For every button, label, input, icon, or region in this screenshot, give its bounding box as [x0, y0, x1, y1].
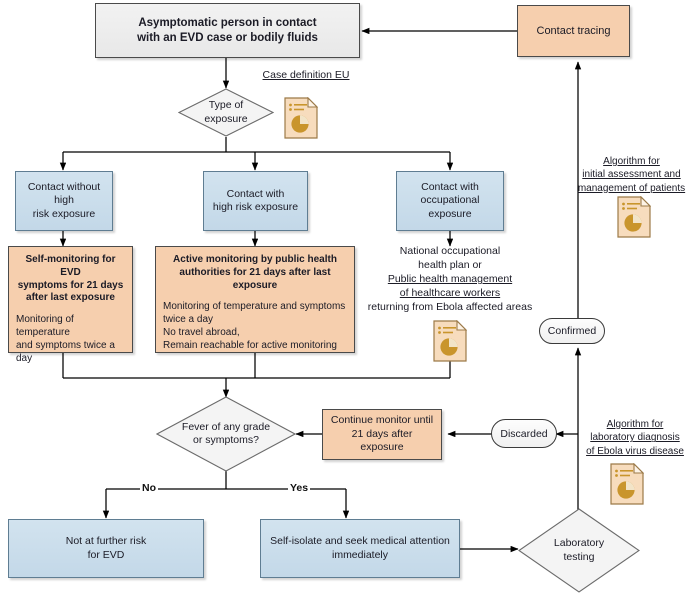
node-contact-occupational-exposure[interactable]: Contact with occupational exposure: [396, 171, 504, 231]
no-text: No: [142, 482, 156, 494]
public-health-mgmt-line-2: of healthcare workers: [399, 287, 501, 300]
occupational-line-2: occupational exposure: [420, 194, 480, 220]
fever-question-line-2: or symptoms?: [193, 434, 259, 446]
node-confirmed[interactable]: Confirmed: [539, 318, 605, 344]
algorithm-initial-line-2: initial assessment and: [582, 169, 681, 181]
not-at-risk-line-1: Not at further risk: [65, 535, 147, 548]
annotation-case-definition-eu: Case definition EU: [258, 68, 354, 82]
document-pie-chart-icon-lab-diagnosis[interactable]: [610, 462, 645, 505]
self-monitoring-heading: Self-monitoring for EVD symptoms for 21 …: [17, 254, 124, 304]
not-at-risk-line-2: for EVD: [87, 548, 125, 561]
node-not-at-further-risk[interactable]: Not at further risk for EVD: [8, 519, 204, 578]
node-self-isolate[interactable]: Self-isolate and seek medical attention …: [260, 519, 460, 578]
algorithm-lab-line-2: laboratory diagnosis: [590, 432, 680, 444]
high-risk-line-1: Contact with: [226, 187, 285, 200]
fever-question-line-1: Fever of any grade: [181, 420, 271, 433]
national-plan-line-2: health plan or: [418, 259, 482, 272]
asymptomatic-line-1: Asymptomatic person in contact: [138, 16, 317, 29]
document-pie-chart-icon-case-definition[interactable]: [284, 96, 319, 139]
without-high-risk-line-1: Contact without high: [27, 180, 101, 207]
self-monitoring-body: Monitoring of temperature and symptoms t…: [16, 314, 115, 364]
document-pie-chart-icon-occupational[interactable]: [433, 319, 468, 362]
national-plan-line-1: National occupational: [399, 245, 501, 257]
node-asymptomatic-person[interactable]: Asymptomatic person in contact with an E…: [95, 3, 360, 58]
self-isolate-line-1: Self-isolate and seek medical attention: [270, 535, 450, 548]
contact-tracing-label: Contact tracing: [536, 24, 611, 37]
algorithm-initial-line-3: management of patients: [577, 182, 686, 194]
active-monitoring-heading: Active monitoring by public health autho…: [173, 254, 337, 291]
node-active-monitoring[interactable]: Active monitoring by public health autho…: [155, 246, 355, 353]
self-isolate-line-2: immediately: [331, 548, 389, 561]
node-continue-monitor[interactable]: Continue monitor until 21 days after exp…: [322, 409, 442, 460]
node-discarded[interactable]: Discarded: [491, 419, 557, 448]
confirmed-label: Confirmed: [547, 325, 597, 337]
text-national-occupational-plan: National occupational health plan or Pub…: [360, 244, 540, 314]
continue-monitor-line-1: Continue monitor until: [330, 414, 434, 427]
node-contact-without-high-risk[interactable]: Contact without high risk exposure: [15, 171, 113, 231]
asymptomatic-line-2: with an EVD case or bodily fluids: [137, 31, 318, 44]
algorithm-initial-line-1: Algorithm for: [603, 156, 660, 167]
node-laboratory-testing[interactable]: Laboratory testing: [518, 508, 640, 593]
type-exposure-line-1: Type of: [208, 99, 244, 112]
case-definition-eu-text: Case definition EU: [262, 69, 350, 81]
public-health-mgmt-line-1: Public health management: [387, 273, 513, 286]
node-type-of-exposure[interactable]: Type of exposure: [177, 88, 275, 137]
yes-text: Yes: [290, 482, 309, 494]
occupational-line-1: Contact with: [421, 180, 479, 193]
annotation-algorithm-initial-assessment: Algorithm for initial assessment and man…: [570, 155, 693, 195]
edge-label-no: No: [140, 482, 158, 494]
continue-monitor-line-2: 21 days after exposure: [351, 427, 413, 454]
node-fever-question[interactable]: Fever of any grade or symptoms?: [155, 396, 297, 472]
laboratory-testing-line-1: Laboratory: [553, 537, 605, 550]
edge-label-yes: Yes: [288, 482, 311, 494]
algorithm-lab-line-3: of Ebola virus disease: [586, 445, 684, 457]
public-health-mgmt-line-3: returning from Ebola affected areas: [367, 301, 533, 314]
discarded-label: Discarded: [500, 427, 548, 440]
annotation-algorithm-lab-diagnosis: Algorithm for laboratory diagnosis of Eb…: [577, 418, 693, 458]
document-pie-chart-icon-initial-assessment[interactable]: [617, 195, 652, 238]
laboratory-testing-line-2: testing: [563, 550, 595, 563]
without-high-risk-line-2: risk exposure: [32, 207, 96, 220]
node-contact-with-high-risk[interactable]: Contact with high risk exposure: [203, 171, 308, 231]
type-exposure-line-2: exposure: [204, 112, 248, 125]
node-contact-tracing[interactable]: Contact tracing: [517, 5, 630, 57]
high-risk-line-2: high risk exposure: [212, 201, 299, 213]
node-self-monitoring[interactable]: Self-monitoring for EVD symptoms for 21 …: [8, 246, 133, 364]
active-monitoring-body: Monitoring of temperature and symptoms t…: [163, 301, 346, 351]
algorithm-lab-line-1: Algorithm for: [606, 419, 664, 430]
